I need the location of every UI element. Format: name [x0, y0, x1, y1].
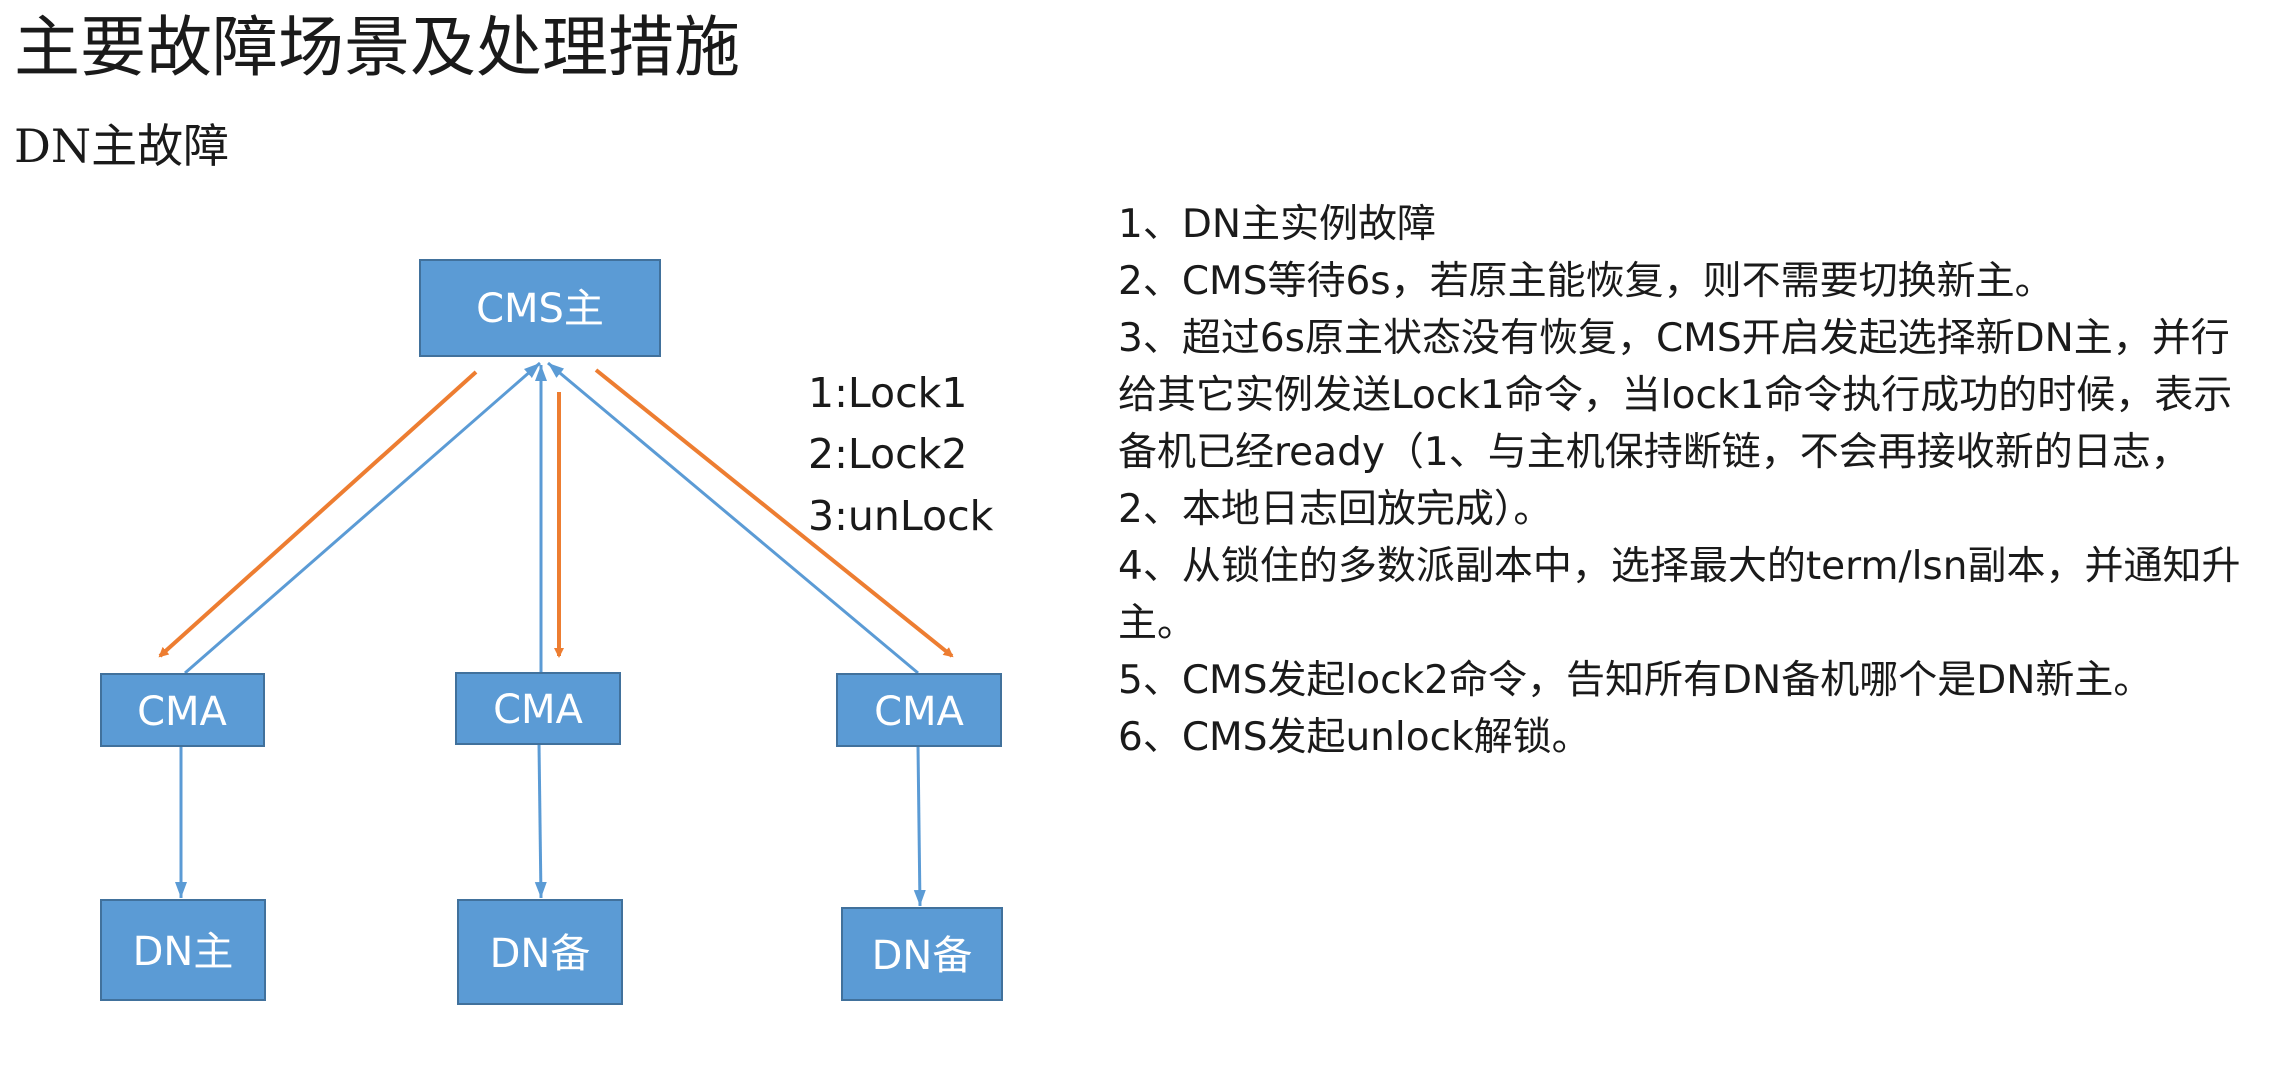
lock-command-3: 3:unLock	[808, 492, 994, 540]
step-item: 4、从锁住的多数派副本中，选择最大的term/lsn副本，并通知升主。	[1118, 544, 2241, 646]
step-item: 1、DN主实例故障	[1118, 202, 1437, 247]
cma-to-dn-arrow-right	[913, 745, 926, 907]
section-subtitle: DN主故障	[14, 119, 230, 173]
cms-main-label: CMS主	[476, 286, 604, 332]
dn-primary-label: DN主	[133, 929, 234, 975]
step-item: 2、CMS等待6s，若原主能恢复，则不需要切换新主。	[1118, 259, 2054, 304]
cma-node-middle: CMA	[455, 672, 621, 745]
cms-main-node: CMS主	[419, 259, 661, 357]
step-item: 6、CMS发起unlock解锁。	[1118, 715, 1591, 760]
step-item: 3、超过6s原主状态没有恢复，CMS开启发起选择新DN主，并行给其它实例发送Lo…	[1118, 316, 2233, 532]
cma-label: CMA	[874, 689, 964, 735]
lock-command-1: 1:Lock1	[808, 369, 967, 417]
cma-node-left: CMA	[100, 673, 265, 747]
dn-standby-node-right: DN备	[841, 907, 1003, 1001]
dn-standby-label: DN备	[490, 931, 591, 977]
page-title: 主要故障场景及处理措施	[14, 9, 740, 86]
report-arrow-right	[547, 361, 919, 675]
dn-primary-node: DN主	[100, 899, 266, 1001]
lock-command-2: 2:Lock2	[808, 430, 967, 478]
dn-standby-label: DN备	[872, 933, 973, 979]
cma-node-right: CMA	[836, 673, 1002, 747]
report-arrow-left	[184, 361, 541, 675]
failover-diagram: CMS主 CMA CMA CMA DN主 DN备 DN备 1:Lock1 2:L…	[100, 259, 1003, 1005]
command-arrow-right	[594, 368, 954, 658]
cma-label: CMA	[137, 689, 227, 735]
step-item: 5、CMS发起lock2命令，告知所有DN备机哪个是DN新主。	[1118, 658, 2153, 703]
cma-label: CMA	[493, 687, 583, 733]
dn-standby-node-middle: DN备	[457, 899, 623, 1005]
cma-to-dn-arrow-middle	[534, 743, 547, 899]
failover-steps: 1、DN主实例故障 2、CMS等待6s，若原主能恢复，则不需要切换新主。 3、超…	[1118, 196, 2248, 766]
command-arrow-left	[158, 370, 478, 658]
